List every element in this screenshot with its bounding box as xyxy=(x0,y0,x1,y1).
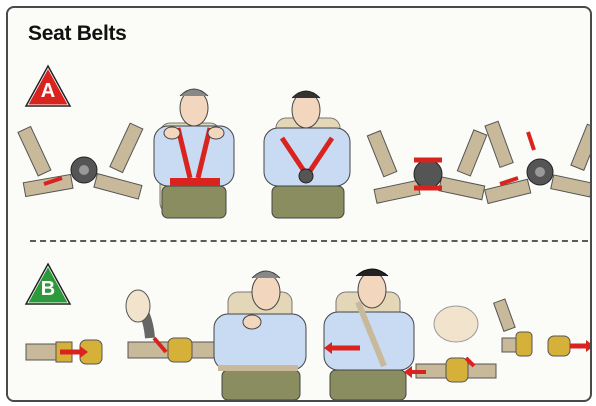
section-divider xyxy=(30,240,588,242)
harness-hub-locked-illustration xyxy=(367,130,486,203)
section-b-illustrations xyxy=(8,262,590,400)
passenger-fastening-buckle xyxy=(264,91,350,218)
page-title: Seat Belts xyxy=(28,22,127,46)
harness-hub-release-illustration xyxy=(485,121,590,203)
seat-belt-card: Seat Belts A xyxy=(6,6,592,402)
hand-releasing-buckle-illustration xyxy=(404,306,496,382)
hand-tightening-lap-belt-illustration xyxy=(126,290,224,362)
buckle-released-illustration xyxy=(494,299,590,356)
passenger-tightening-strap xyxy=(324,269,414,400)
section-a-illustrations xyxy=(8,78,590,228)
passenger-fastening-lap-belt xyxy=(214,271,306,400)
passenger-adjusting-shoulder-straps xyxy=(154,89,234,218)
harness-hub-open-illustration xyxy=(18,123,143,199)
lap-buckle-insert-illustration xyxy=(26,340,102,364)
